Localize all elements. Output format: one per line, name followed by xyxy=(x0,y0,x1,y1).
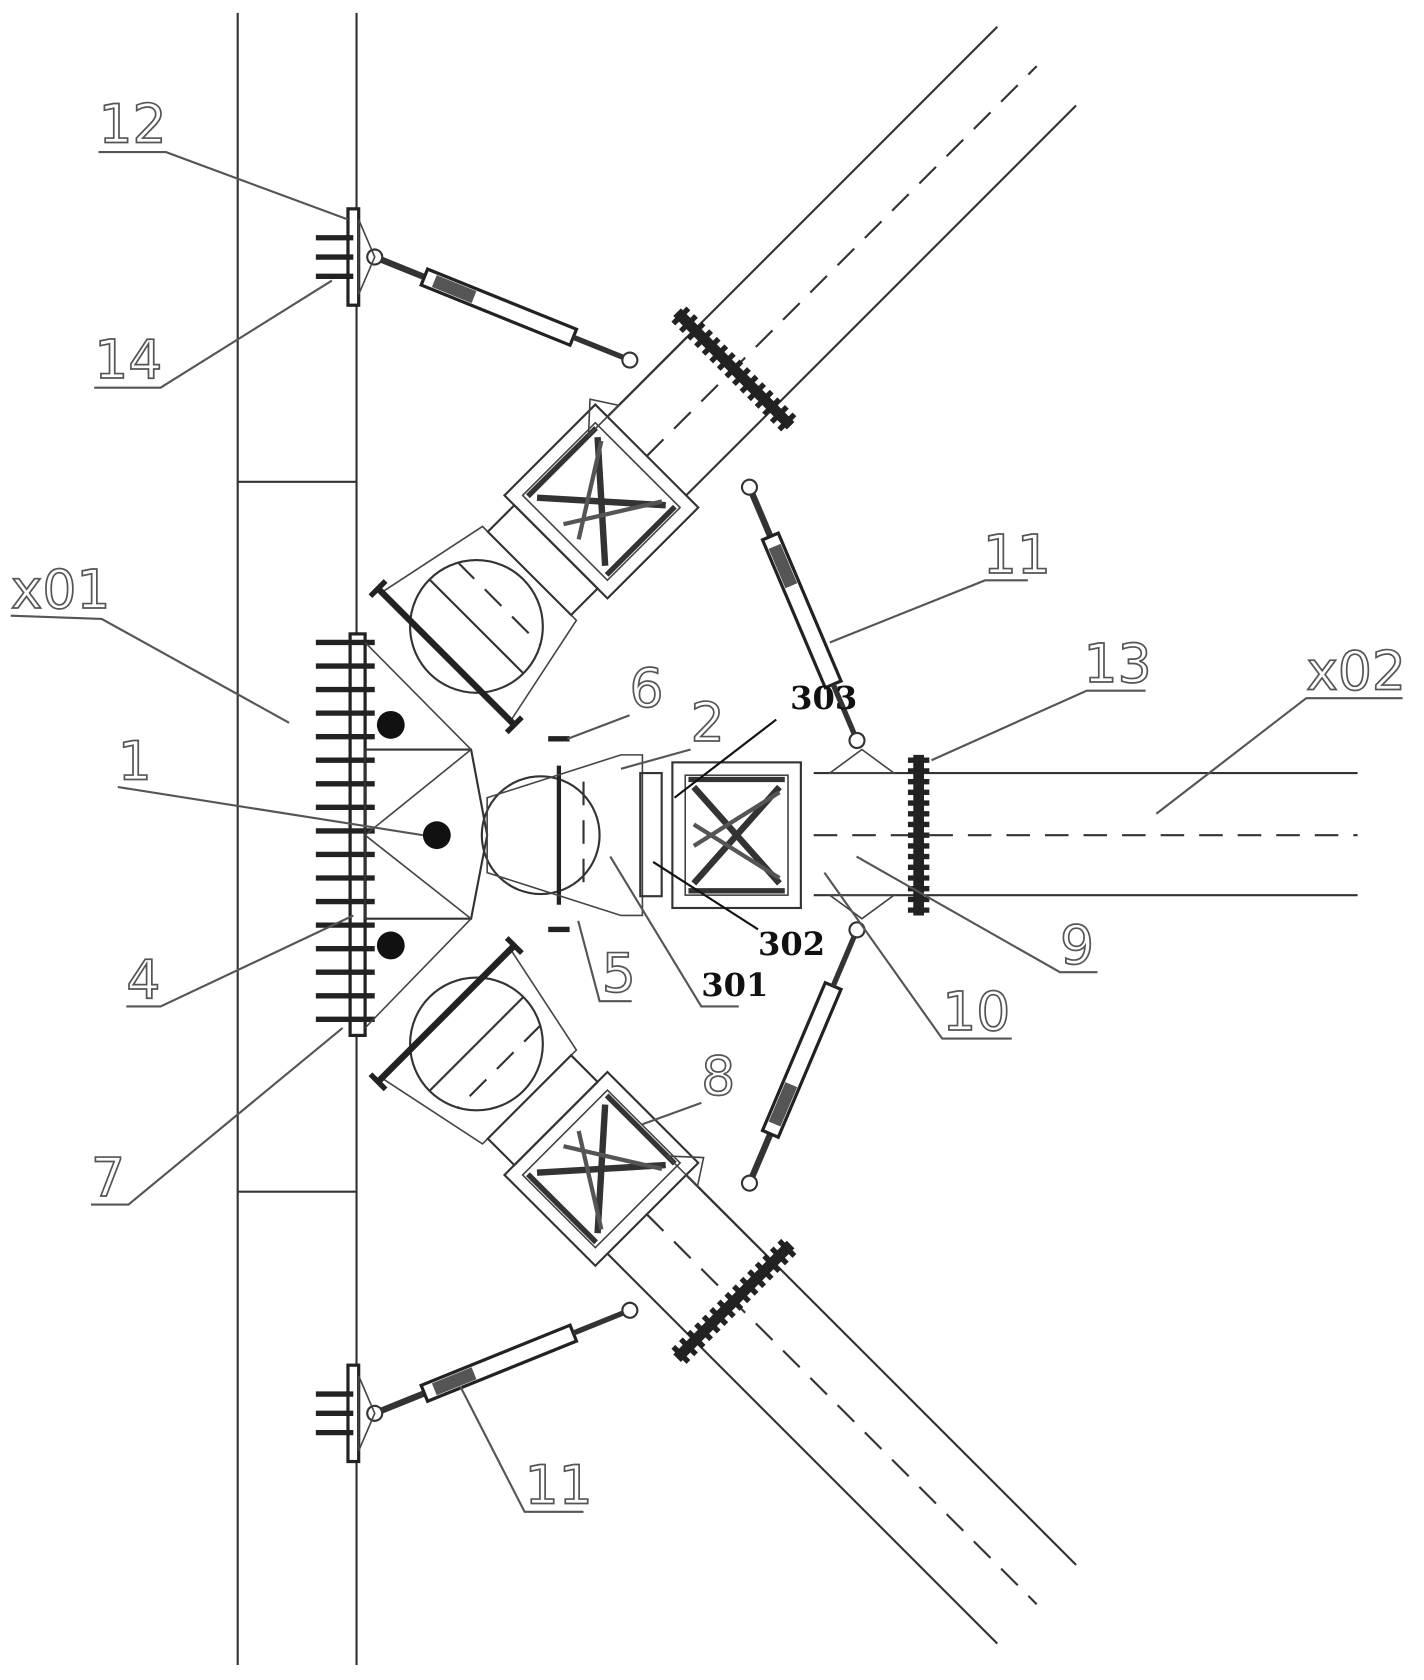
hydraulic-cylinder-top-wall xyxy=(365,246,640,371)
label-302: 302 xyxy=(758,925,825,963)
label-9: 9 xyxy=(1060,914,1094,977)
label-10: 10 xyxy=(942,980,1010,1043)
wall-column xyxy=(238,13,357,1665)
label-13: 13 xyxy=(1084,632,1152,695)
label-x01: x01 xyxy=(11,558,111,621)
label-x02: x02 xyxy=(1306,640,1406,703)
label-7: 7 xyxy=(91,1146,125,1209)
label-2: 2 xyxy=(691,691,725,754)
label-8: 8 xyxy=(701,1044,735,1107)
label-5: 5 xyxy=(602,942,636,1005)
label-303: 303 xyxy=(790,679,857,717)
base-plate xyxy=(316,634,487,1036)
label-4: 4 xyxy=(126,948,160,1011)
horizontal-arm xyxy=(482,739,1358,930)
label-301: 301 xyxy=(701,966,768,1004)
label-6: 6 xyxy=(630,657,664,720)
label-12: 12 xyxy=(99,92,167,155)
label-11-upper: 11 xyxy=(983,523,1051,586)
label-1: 1 xyxy=(118,730,152,793)
label-11-lower: 11 xyxy=(525,1453,593,1516)
pin-nodes xyxy=(377,711,451,959)
label-14: 14 xyxy=(94,328,162,391)
hydraulic-cylinder-bottom-wall xyxy=(365,1300,640,1425)
upper-diagonal-arm xyxy=(361,0,1104,741)
